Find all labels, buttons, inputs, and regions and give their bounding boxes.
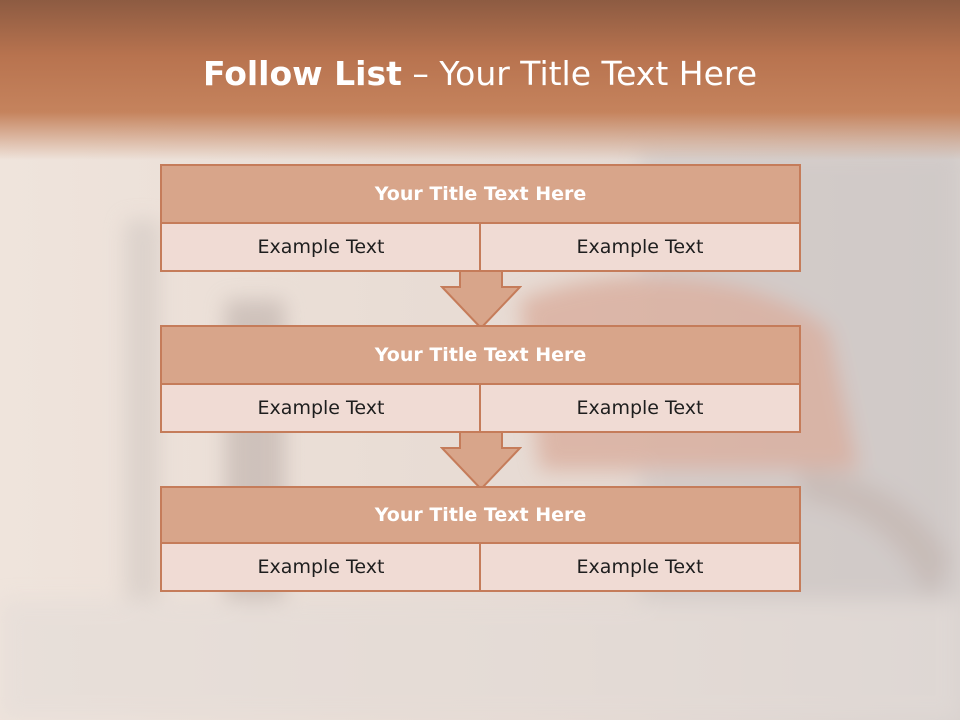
block-title[interactable]: Your Title Text Here bbox=[160, 325, 801, 385]
block-cell-left[interactable]: Example Text bbox=[160, 542, 482, 592]
slide-title-bold: Follow List bbox=[202, 54, 402, 93]
list-block-2: Your Title Text Here Example Text Exampl… bbox=[160, 325, 801, 433]
block-cell-right[interactable]: Example Text bbox=[479, 222, 801, 272]
slide-title-rest: – Your Title Text Here bbox=[401, 54, 758, 93]
header-band bbox=[0, 0, 960, 160]
block-cell-right[interactable]: Example Text bbox=[479, 383, 801, 433]
list-block-1: Your Title Text Here Example Text Exampl… bbox=[160, 164, 801, 272]
block-cell-left[interactable]: Example Text bbox=[160, 222, 482, 272]
slide-title: Follow List – Your Title Text Here bbox=[0, 54, 960, 93]
down-arrow-icon bbox=[440, 270, 522, 330]
down-arrow-icon bbox=[440, 431, 522, 491]
list-block-3: Your Title Text Here Example Text Exampl… bbox=[160, 486, 801, 592]
block-title[interactable]: Your Title Text Here bbox=[160, 164, 801, 224]
block-title[interactable]: Your Title Text Here bbox=[160, 486, 801, 544]
block-cell-left[interactable]: Example Text bbox=[160, 383, 482, 433]
block-cell-right[interactable]: Example Text bbox=[479, 542, 801, 592]
